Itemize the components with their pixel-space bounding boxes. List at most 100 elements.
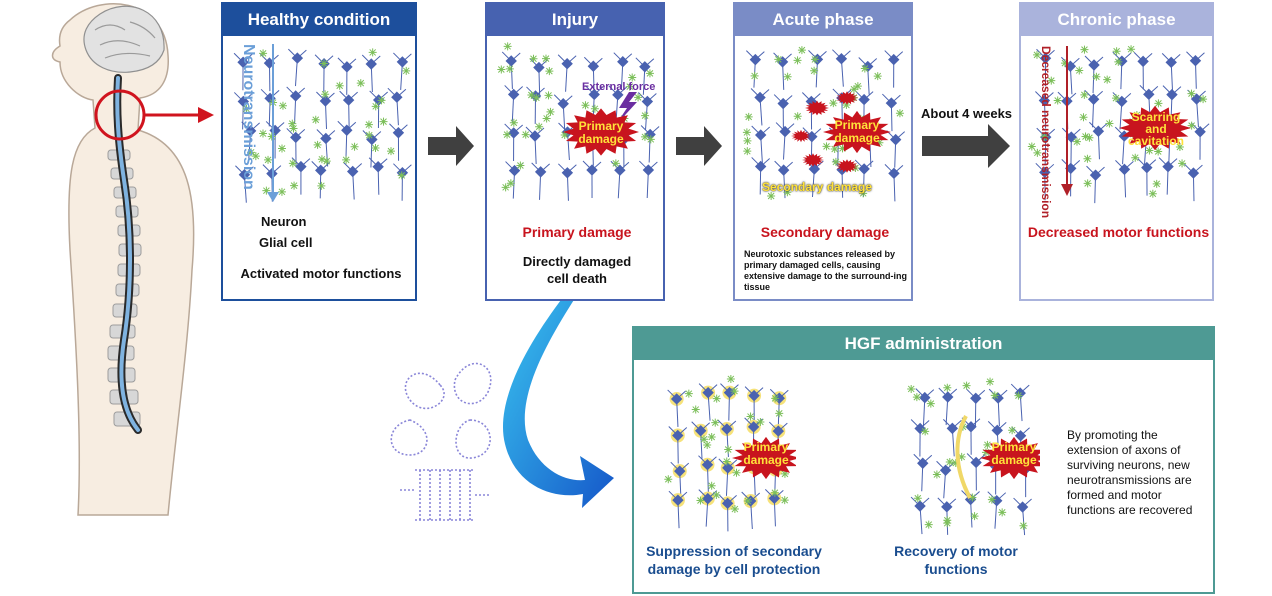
neuron-dendrite (242, 93, 253, 102)
glial-cell (810, 66, 819, 75)
glial-cell (842, 100, 851, 109)
panel-healthy: Healthy condition Neurotransmission Neur… (221, 2, 417, 301)
glial-cell (625, 82, 634, 91)
neuron-axon (783, 170, 786, 199)
glial-cell (699, 435, 708, 444)
neuron-dendrite (1035, 91, 1045, 101)
glial-cell (724, 445, 733, 454)
neuron-dendrite (718, 493, 728, 504)
burst (823, 110, 891, 154)
neuron-axon (400, 61, 403, 90)
glial-cell (743, 136, 752, 145)
neuron-dendrite (858, 57, 869, 67)
neuron-dendrite (398, 124, 408, 134)
glial-cell (335, 81, 344, 90)
glial-cell (535, 122, 544, 131)
neuron-axon (511, 94, 515, 123)
neuron-dendrite (727, 459, 738, 469)
neuron-axon (951, 428, 955, 457)
neuron-dendrite (1089, 121, 1099, 132)
neuron-dendrite (402, 53, 412, 63)
glial-cell (730, 505, 739, 514)
neuron-dendrite (817, 50, 827, 60)
neuron-axon (1170, 62, 1173, 91)
glial-cell (1027, 142, 1036, 151)
glial-cell (258, 129, 267, 138)
glial-cell (1187, 121, 1196, 130)
neuron-dendrite (811, 128, 822, 138)
neuron-dendrite (640, 125, 651, 135)
glial-cell (251, 152, 260, 161)
neuron-axon (759, 97, 763, 126)
neurotransmission-label: Neurotransmission (240, 44, 257, 190)
neuron-dendrite (863, 91, 874, 100)
neuron-dendrite (676, 390, 686, 400)
glial-cell (529, 54, 538, 63)
neuron-dendrite (707, 384, 718, 394)
neuron-dendrite (698, 383, 709, 394)
neuron-dendrite (295, 87, 306, 97)
neuron-dendrite (346, 58, 357, 68)
neuron-dendrite (884, 163, 895, 174)
neuron-axon (377, 166, 380, 195)
suppression-label-1: Suppression of secondary (646, 543, 822, 559)
glial-cell (365, 131, 374, 140)
neuron-dendrite (782, 53, 792, 63)
glial-cell (895, 109, 904, 118)
neuron-dendrite (893, 164, 904, 174)
glial-cell (1080, 45, 1089, 54)
neuron-axon (294, 95, 297, 124)
glial-cell (1053, 96, 1062, 105)
neuron-dendrite (316, 91, 326, 102)
neuron-dendrite (670, 461, 681, 472)
neuron-dendrite (339, 90, 349, 101)
glial-cell (998, 508, 1007, 517)
neuron-dendrite (648, 161, 658, 171)
neuron-dendrite (368, 157, 379, 168)
neuron-axon (890, 103, 893, 132)
neuron-axon (1044, 137, 1047, 166)
glial-cell (1131, 153, 1140, 162)
panel-title: Chronic phase (1021, 4, 1212, 36)
neuron-dendrite (1142, 53, 1153, 62)
neuron-axon (893, 173, 896, 202)
neuron-dendrite (286, 128, 297, 138)
neuron-dendrite (677, 427, 688, 436)
glial-cell (742, 128, 751, 137)
neuron-axon (1097, 131, 1100, 160)
glial-cell (829, 99, 838, 108)
glial-cell (859, 189, 868, 198)
neuron-dendrite (582, 160, 593, 171)
neuron-dendrite (1070, 159, 1081, 169)
neuron-axon (811, 168, 815, 198)
primary-damage-heading: Primary damage (522, 224, 632, 240)
hgf-molecule (390, 362, 492, 521)
neuron-axon (396, 97, 399, 126)
glial-cell (822, 142, 831, 151)
neuron-dendrite (1013, 497, 1023, 508)
glial-cell (951, 459, 960, 468)
glial-cell (707, 432, 716, 441)
glial-cell (503, 42, 512, 51)
neuron-dendrite (1010, 383, 1021, 394)
glial-cell (793, 112, 802, 121)
neuron-dendrite (504, 85, 515, 95)
glial-cell (691, 405, 700, 414)
glial-cell (707, 481, 716, 490)
neuron-dendrite (966, 453, 977, 463)
burst (563, 108, 639, 156)
glial-cell (797, 46, 806, 55)
glial-cell (634, 93, 643, 102)
glial-cell (780, 496, 789, 505)
neuron-axon (728, 392, 730, 421)
glial-cell (744, 112, 753, 121)
glial-cell (1105, 119, 1114, 128)
neuron-dendrite (370, 55, 381, 65)
glial-cell (712, 490, 721, 499)
neuron-dendrite (773, 94, 784, 104)
neuron-axon (243, 174, 247, 203)
neuron-dendrite (396, 88, 407, 98)
glial-cell (321, 90, 330, 99)
glial-cell (1114, 57, 1123, 66)
neuron-axon (617, 170, 621, 199)
